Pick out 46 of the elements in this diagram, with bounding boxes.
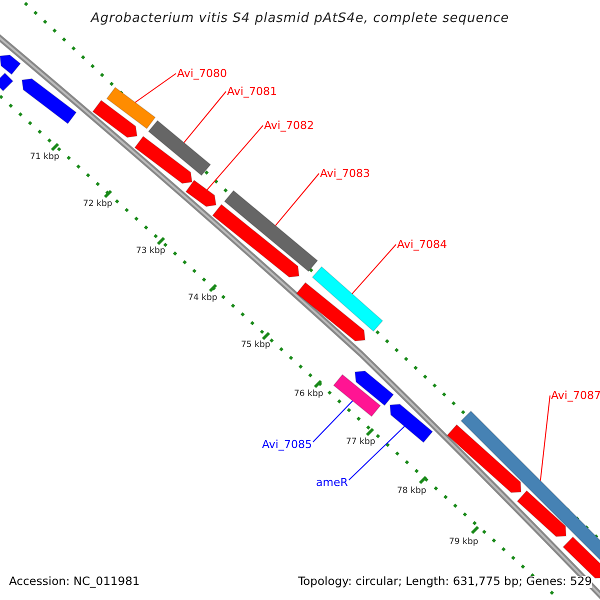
gene-feature	[0, 54, 22, 76]
leader-line	[275, 173, 320, 226]
leader-line	[184, 91, 226, 144]
tick-label: 73 kbp	[136, 247, 166, 256]
gene-label: Avi_7087	[551, 390, 600, 401]
gene-label: Avi_7085	[262, 439, 312, 450]
gene-feature	[296, 282, 366, 342]
gene-feature	[92, 100, 138, 138]
gene-feature	[134, 136, 193, 184]
gene-label: Avi_7084	[397, 239, 447, 250]
leader-line	[206, 125, 264, 190]
leader-line	[348, 426, 405, 480]
gene-feature	[21, 78, 77, 124]
footer-text: Accession: NC_011981	[9, 576, 140, 588]
tick-label: 78 kbp	[397, 487, 426, 496]
gene-feature	[148, 120, 212, 176]
tick-label: 75 kbp	[241, 341, 270, 350]
gene-label: ameR	[316, 477, 348, 488]
leader-line	[352, 244, 396, 294]
tick-label: 79 kbp	[449, 538, 478, 546]
gene-label: Avi_7082	[264, 120, 314, 131]
title: Agrobacterium vitis S4 plasmid pAtS4e, complete sequence	[90, 11, 510, 26]
gene-label: Avi_7083	[320, 168, 370, 179]
gene-feature	[516, 490, 567, 537]
gene-feature	[312, 266, 384, 332]
footer-text: Topology: circular; Length: 631,775 bp; Genes: 529	[298, 576, 592, 588]
gene-feature	[354, 370, 394, 406]
tick-label: 76 kbp	[294, 390, 324, 398]
leader-line	[312, 400, 354, 442]
gene-feature	[212, 204, 300, 278]
gene-feature	[106, 86, 156, 130]
gene-feature	[332, 374, 382, 418]
leader-line	[134, 73, 176, 103]
gene-label: Avi_7080	[177, 68, 227, 79]
gene-feature	[389, 404, 434, 444]
gene-feature	[460, 410, 600, 561]
tick-label: 72 kbp	[83, 200, 112, 208]
tick-label: 77 kbp	[346, 438, 376, 446]
gene-feature	[185, 180, 217, 208]
gene-label: Avi_7081	[227, 86, 277, 97]
tick-label: 74 kbp	[188, 294, 218, 302]
gene-feature	[0, 72, 14, 92]
tick-label: 71 kbp	[30, 153, 60, 162]
gene-feature	[224, 190, 318, 272]
gene-feature	[446, 424, 522, 493]
leader-line	[540, 395, 550, 482]
